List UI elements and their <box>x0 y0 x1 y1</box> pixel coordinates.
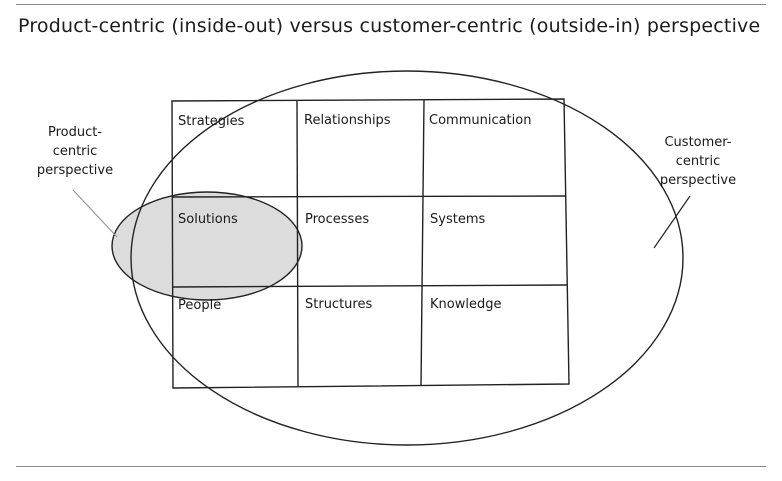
customer-label-line-2: centric <box>675 154 721 169</box>
customer-label-leader <box>653 195 691 249</box>
cell-knowledge: Knowledge <box>430 297 502 312</box>
cell-systems: Systems <box>430 212 486 227</box>
product-centric-label: Product- centric perspective <box>30 123 120 180</box>
product-label-line-3: perspective <box>36 163 114 178</box>
grid-line-h1 <box>171 195 567 198</box>
product-label-line-2: centric <box>52 144 98 159</box>
diagram-title: Product-centric (inside-out) versus cust… <box>18 15 761 37</box>
cell-solutions: Solutions <box>178 212 238 227</box>
bottom-rule <box>16 466 766 467</box>
cell-structures: Structures <box>305 297 373 312</box>
customer-centric-label: Customer- centric perspective <box>648 133 748 190</box>
grid-line-v2 <box>420 99 425 387</box>
customer-centric-ellipse <box>130 70 684 446</box>
product-centric-ellipse <box>111 191 303 301</box>
cell-strategies: Strategies <box>178 114 245 129</box>
grid-outline <box>171 98 570 389</box>
product-label-line-1: Product- <box>47 125 103 140</box>
customer-label-line-3: perspective <box>659 173 737 188</box>
top-rule <box>16 4 766 5</box>
customer-label-line-1: Customer- <box>664 135 732 150</box>
product-label-leader <box>72 189 118 238</box>
cell-communication: Communication <box>429 113 532 128</box>
cell-people: People <box>178 298 222 313</box>
cell-relationships: Relationships <box>304 113 391 128</box>
grid-line-h2 <box>172 284 568 288</box>
cell-processes: Processes <box>305 212 370 227</box>
grid-line-v1 <box>296 99 299 388</box>
capability-grid <box>171 98 570 389</box>
